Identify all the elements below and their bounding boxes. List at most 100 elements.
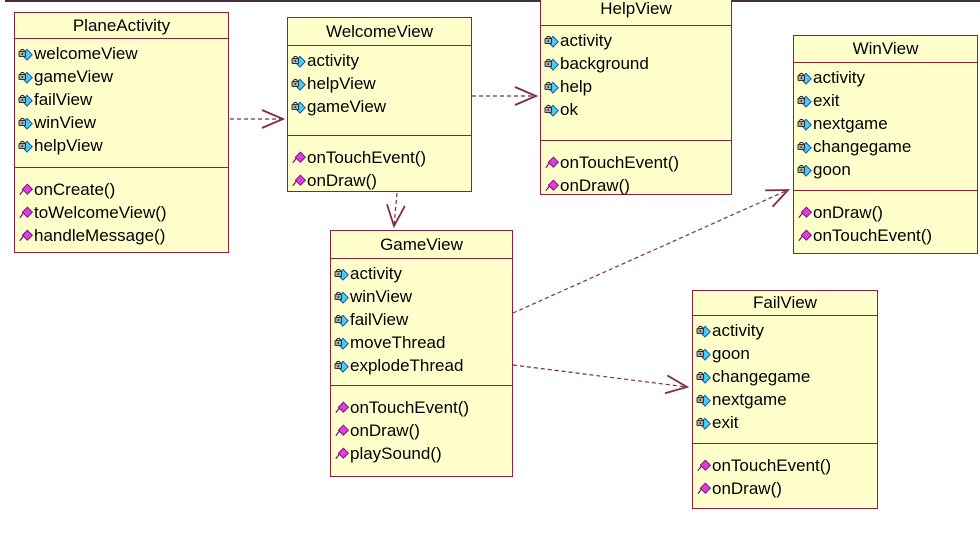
private-method-icon	[19, 229, 33, 242]
attribute-name: exit	[813, 91, 840, 110]
private-attribute-lock-icon	[797, 141, 812, 154]
attribute-row[interactable]: ok	[541, 98, 731, 121]
method-row[interactable]: onDraw()	[331, 419, 512, 442]
method-name: onDraw()	[560, 176, 630, 195]
private-attribute-lock-icon	[18, 117, 33, 130]
class-box-win-view[interactable]: WinView activity exit nextgame	[793, 35, 978, 254]
attribute-row[interactable]: activity	[331, 262, 512, 285]
private-method-icon	[335, 447, 349, 460]
attribute-name: welcomeView	[34, 44, 138, 63]
method-row[interactable]: onTouchEvent()	[288, 146, 471, 169]
method-row[interactable]: onTouchEvent()	[794, 224, 977, 247]
method-name: handleMessage()	[34, 226, 166, 245]
method-name: onDraw()	[712, 479, 782, 498]
method-row[interactable]: toWelcomeView()	[15, 201, 228, 224]
method-row[interactable]: playSound()	[331, 442, 512, 465]
class-methods-section: onCreate() toWelcomeView() handleMessage…	[15, 168, 228, 247]
attribute-row[interactable]: activity	[541, 29, 731, 52]
method-name: onTouchEvent()	[813, 226, 933, 245]
private-method-icon	[19, 206, 33, 219]
class-methods-section: onTouchEvent() onDraw()	[288, 136, 471, 192]
attribute-name: helpView	[307, 74, 376, 93]
attribute-row[interactable]: activity	[693, 319, 877, 342]
attribute-row[interactable]: nextgame	[794, 112, 977, 135]
class-box-welcome-view[interactable]: WelcomeView activity helpView gameView	[287, 17, 472, 192]
method-name: onDraw()	[813, 203, 883, 222]
method-row[interactable]: handleMessage()	[15, 224, 228, 247]
private-attribute-lock-icon	[696, 417, 711, 430]
attribute-row[interactable]: gameView	[288, 95, 471, 118]
private-attribute-lock-icon	[797, 72, 812, 85]
attribute-row[interactable]: activity	[794, 66, 977, 89]
private-attribute-lock-icon	[696, 348, 711, 361]
attribute-name: goon	[712, 344, 750, 363]
attribute-name: changegame	[712, 367, 811, 386]
method-row[interactable]: onCreate()	[15, 178, 228, 201]
class-methods-section: onTouchEvent() onDraw() playSound()	[331, 386, 512, 465]
attribute-row[interactable]: changegame	[693, 365, 877, 388]
class-title: FailView	[693, 291, 877, 316]
dependency-gameview-to-failview[interactable]	[512, 364, 690, 395]
attribute-name: exit	[712, 413, 739, 432]
private-attribute-lock-icon	[696, 371, 711, 384]
attribute-name: failView	[350, 310, 409, 329]
private-attribute-lock-icon	[18, 140, 33, 153]
attribute-row[interactable]: moveThread	[331, 331, 512, 354]
method-row[interactable]: onTouchEvent()	[693, 454, 877, 477]
attribute-row[interactable]: gameView	[15, 65, 228, 88]
private-attribute-lock-icon	[544, 81, 559, 94]
class-attributes-section: activity exit nextgame changegame	[794, 63, 977, 191]
method-row[interactable]: onDraw()	[794, 201, 977, 224]
private-attribute-lock-icon	[544, 104, 559, 117]
private-attribute-lock-icon	[696, 394, 711, 407]
private-method-icon	[545, 179, 559, 192]
attribute-row[interactable]: failView	[15, 88, 228, 111]
attribute-row[interactable]: helpView	[15, 134, 228, 157]
attribute-row[interactable]: winView	[15, 111, 228, 134]
attribute-row[interactable]: helpView	[288, 72, 471, 95]
private-attribute-lock-icon	[291, 101, 306, 114]
private-method-icon	[697, 459, 711, 472]
attribute-name: moveThread	[350, 333, 446, 352]
method-row[interactable]: onTouchEvent()	[541, 151, 731, 174]
attribute-row[interactable]: winView	[331, 285, 512, 308]
attribute-name: gameView	[307, 97, 387, 116]
dependency-welcomeview-to-gameview[interactable]	[386, 192, 406, 229]
class-methods-section: onTouchEvent() onDraw()	[541, 141, 731, 197]
class-box-game-view[interactable]: GameView activity winView failView	[330, 230, 513, 477]
attribute-name: activity	[350, 264, 402, 283]
class-attributes-section: activity goon changegame nextgame	[693, 316, 877, 444]
private-attribute-lock-icon	[291, 55, 306, 68]
attribute-row[interactable]: background	[541, 52, 731, 75]
private-method-icon	[335, 424, 349, 437]
attribute-row[interactable]: activity	[288, 49, 471, 72]
attribute-row[interactable]: failView	[331, 308, 512, 331]
dependency-gameview-to-winview[interactable]	[512, 189, 791, 314]
private-method-icon	[798, 229, 812, 242]
method-name: onDraw()	[307, 171, 377, 190]
attribute-name: background	[560, 54, 649, 73]
class-box-help-view[interactable]: HelpView activity background help	[540, 0, 732, 195]
private-attribute-lock-icon	[18, 71, 33, 84]
method-row[interactable]: onTouchEvent()	[331, 396, 512, 419]
method-row[interactable]: onDraw()	[541, 174, 731, 197]
private-attribute-lock-icon	[18, 94, 33, 107]
class-title: HelpView	[541, 0, 731, 26]
method-row[interactable]: onDraw()	[288, 169, 471, 192]
attribute-row[interactable]: exit	[794, 89, 977, 112]
attribute-name: gameView	[34, 67, 114, 86]
attribute-row[interactable]: changegame	[794, 135, 977, 158]
class-title: PlaneActivity	[15, 13, 228, 39]
attribute-row[interactable]: nextgame	[693, 388, 877, 411]
private-attribute-lock-icon	[797, 164, 812, 177]
attribute-row[interactable]: explodeThread	[331, 354, 512, 377]
method-row[interactable]: onDraw()	[693, 477, 877, 500]
class-box-plane-activity[interactable]: PlaneActivity welcomeView gameView failV…	[14, 12, 229, 253]
attribute-row[interactable]: help	[541, 75, 731, 98]
attribute-name: activity	[712, 321, 764, 340]
class-box-fail-view[interactable]: FailView activity goon changegame	[692, 290, 878, 509]
attribute-row[interactable]: goon	[693, 342, 877, 365]
attribute-row[interactable]: welcomeView	[15, 42, 228, 65]
attribute-row[interactable]: goon	[794, 158, 977, 181]
attribute-row[interactable]: exit	[693, 411, 877, 434]
